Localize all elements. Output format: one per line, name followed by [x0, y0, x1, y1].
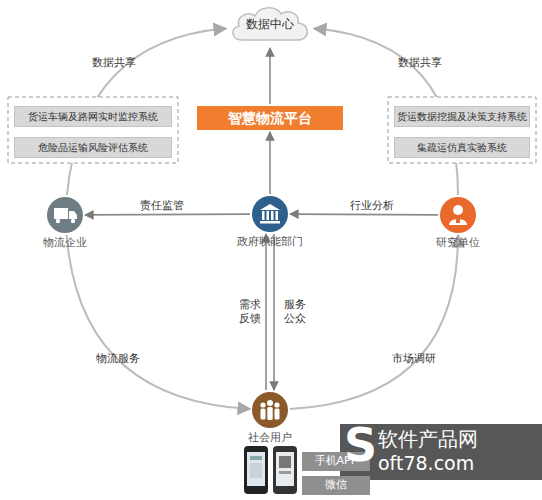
node-caption: 研究单位 — [436, 237, 480, 250]
node-caption: 政府职能部门 — [237, 236, 303, 249]
edge-label: 数据共享 — [92, 56, 136, 70]
node-text: 货运数据挖掘及决策支持系统 — [397, 111, 527, 123]
system-box: 货运数据挖掘及决策支持系统 — [394, 106, 530, 127]
edge-label: 责任监管 — [140, 199, 184, 213]
connector-arrow — [67, 235, 250, 409]
connector-arrow — [273, 234, 275, 390]
node-text: 智慧物流平台 — [228, 110, 312, 126]
channel-box: 微信 — [302, 476, 370, 495]
connector-arrow — [85, 213, 250, 215]
phone-illustration — [244, 446, 297, 494]
node-caption: 物流企业 — [43, 237, 87, 250]
edge-label: 服务 公众 — [284, 298, 306, 326]
system-box: 危险品运输风险评估系统 — [14, 137, 172, 158]
node-text: 微信 — [325, 479, 347, 492]
node-text: 货运车辆及路网实时监控系统 — [28, 111, 158, 123]
connector-arrow — [290, 213, 438, 215]
research-circle: 研究单位 — [440, 197, 476, 233]
edge-label: 需求 反馈 — [239, 298, 261, 326]
enterprise-circle: 物流企业 — [47, 197, 83, 233]
data-center-cloud: 数据中心 — [228, 4, 312, 46]
node-caption: 社会用户 — [248, 432, 292, 445]
edge-label: 物流服务 — [96, 352, 140, 366]
connector-arrow — [290, 235, 458, 409]
watermark-text: 软件产品网 — [378, 428, 478, 450]
edge-label: 市场调研 — [392, 352, 436, 366]
dashed-group-frame — [8, 97, 178, 163]
system-box: 货运车辆及路网实时监控系统 — [14, 106, 172, 127]
edge-label: 行业分析 — [350, 199, 394, 213]
system-box: 集疏运仿真实验系统 — [394, 137, 530, 158]
watermark-text: oft78.com — [378, 453, 474, 474]
user-circle: 社会用户 — [252, 392, 288, 428]
connector-arrow — [269, 48, 271, 104]
edge-label: 数据共享 — [398, 56, 442, 70]
node-text: 集疏运仿真实验系统 — [417, 142, 507, 154]
dashed-group-frame — [388, 97, 536, 163]
node-text: 危险品运输风险评估系统 — [38, 142, 148, 154]
connector-arrow — [269, 132, 271, 194]
watermark-logo: S — [344, 420, 377, 471]
platform-box: 智慧物流平台 — [197, 106, 343, 130]
government-circle: 政府职能部门 — [252, 196, 288, 232]
connector-arrow — [265, 234, 267, 390]
node-text: 数据中心 — [246, 18, 294, 32]
